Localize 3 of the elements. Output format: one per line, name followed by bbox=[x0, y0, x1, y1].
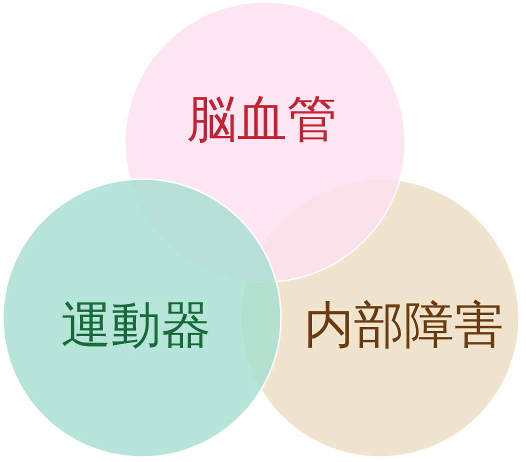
set-label: 運動器 bbox=[61, 300, 211, 350]
set-label: 脳血管 bbox=[187, 94, 337, 144]
set-label: 内部障害 bbox=[304, 300, 504, 350]
